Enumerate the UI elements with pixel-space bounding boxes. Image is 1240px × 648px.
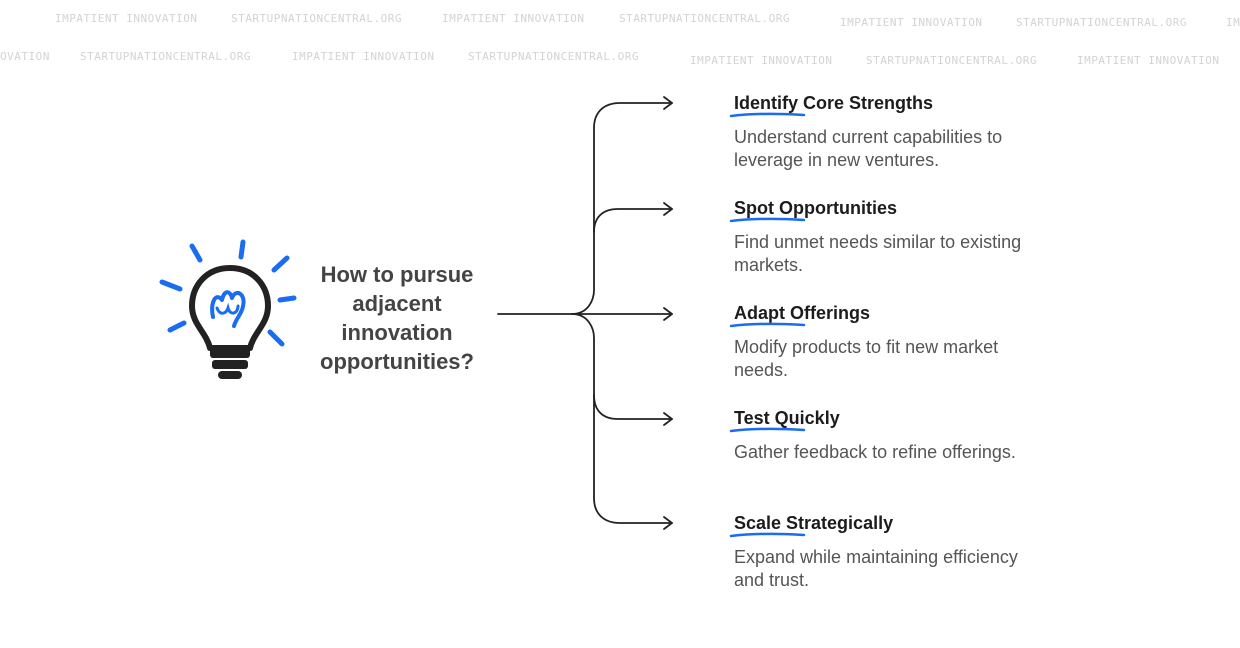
watermark-text: IMPATIENT INNOVATION xyxy=(840,16,983,29)
branch-description: Modify products to fit new market needs. xyxy=(734,337,999,380)
branch-item: Identify Core Strengths Understand curre… xyxy=(729,92,1034,172)
branch-item: Scale Strategically Expand while maintai… xyxy=(729,512,1034,592)
central-question: How to pursue adjacent innovation opport… xyxy=(320,262,474,374)
arrow-right-icon xyxy=(663,412,673,426)
watermark-text: IMPATIENT INNOVATION xyxy=(55,12,198,25)
branch-line xyxy=(593,394,673,420)
branch-title: Adapt Offerings xyxy=(729,302,871,328)
branch-item: Adapt Offerings Modify products to fit n… xyxy=(729,302,1034,382)
arrow-right-icon xyxy=(663,516,673,530)
arrow-right-icon xyxy=(663,96,673,110)
watermark-text: IMPATIENT INNOVATION xyxy=(442,12,585,25)
underline-mark xyxy=(729,322,806,328)
branch-title-text: Spot Opportunities xyxy=(734,198,897,218)
branch-title-text: Scale Strategically xyxy=(734,513,894,533)
watermark-text: IMPATIENT INNOVATION xyxy=(1077,54,1220,67)
branch-line xyxy=(593,208,673,233)
watermark-text: IMPATIENT INNOVATION xyxy=(292,50,435,63)
watermark-text: STARTUPNATIONCENTRAL.ORG xyxy=(80,50,251,63)
branch-title: Identify Core Strengths xyxy=(729,92,934,118)
branch-title-text: Test Quickly xyxy=(734,408,840,428)
branch-item: Test Quickly Gather feedback to refine o… xyxy=(729,407,1034,464)
watermark-text: STARTUPNATIONCENTRAL.ORG xyxy=(1016,16,1187,29)
watermark-text: IMPATIENT INNOVATION xyxy=(690,54,833,67)
arrow-right-icon xyxy=(663,307,673,321)
branch-description: Find unmet needs similar to existing mar… xyxy=(734,232,1022,275)
underline-mark xyxy=(729,427,806,433)
underline-mark xyxy=(729,532,806,538)
watermark-text: IM xyxy=(1226,16,1240,29)
branch-description: Understand current capabilities to lever… xyxy=(734,127,1003,170)
watermark-text: STARTUPNATIONCENTRAL.ORG xyxy=(468,50,639,63)
branch-title: Test Quickly xyxy=(729,407,840,433)
watermark-text: STARTUPNATIONCENTRAL.ORG xyxy=(231,12,402,25)
spine-line xyxy=(571,102,673,315)
branch-title-text: Adapt Offerings xyxy=(734,303,871,323)
underline-mark xyxy=(729,217,806,223)
branch-description: Gather feedback to refine offerings. xyxy=(734,442,1016,462)
watermark-text: STARTUPNATIONCENTRAL.ORG xyxy=(866,54,1037,67)
arrow-right-icon xyxy=(663,202,673,216)
watermark-text: STARTUPNATIONCENTRAL.ORG xyxy=(619,12,790,25)
underline-mark xyxy=(729,112,806,118)
branch-item: Spot Opportunities Find unmet needs simi… xyxy=(729,197,1034,277)
spine-line xyxy=(571,313,673,524)
branch-description: Expand while maintaining efficiency and … xyxy=(734,547,1018,590)
watermark-text: OVATION xyxy=(0,50,50,63)
lightbulb-icon xyxy=(159,239,297,379)
branch-title: Scale Strategically xyxy=(729,512,894,538)
branch-title: Spot Opportunities xyxy=(729,197,897,223)
branch-title-text: Identify Core Strengths xyxy=(734,93,934,113)
